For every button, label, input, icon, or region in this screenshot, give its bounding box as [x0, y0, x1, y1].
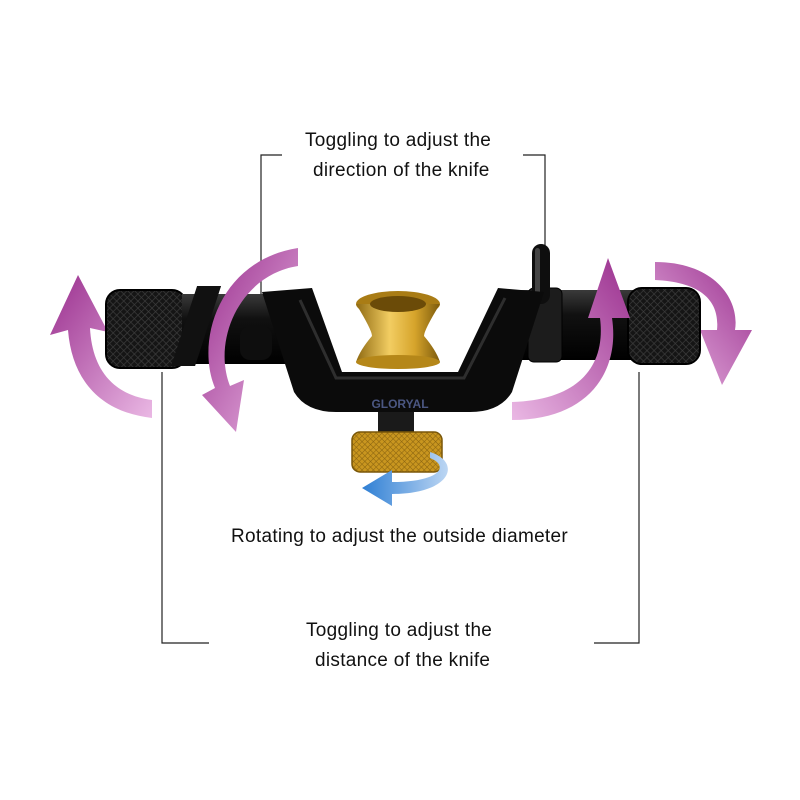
- annotation-outside-diameter-line1: Rotating to adjust the outside diameter: [231, 526, 569, 547]
- annotation-knife-distance-line1: Toggling to adjust the: [306, 620, 493, 641]
- annotation-outside-diameter: Rotating to adjust the outside diameter: [231, 522, 568, 552]
- rotate-arrow-right-outer: [655, 262, 752, 385]
- annotation-knife-direction-line1: Toggling to adjust the: [305, 130, 492, 151]
- leader-line-bottom-left: [161, 372, 209, 644]
- leader-line-bottom-right: [594, 372, 640, 644]
- brand-watermark: GLORYAL: [371, 397, 428, 411]
- toggle-lever-left: [240, 326, 272, 360]
- yoke-body: [262, 288, 544, 412]
- leader-line-top-right: [523, 154, 546, 252]
- annotation-knife-direction: Toggling to adjust the direction of the …: [305, 126, 491, 186]
- rotate-arrow-left-inner: [202, 248, 298, 432]
- annotation-knife-distance: Toggling to adjust the distance of the k…: [306, 616, 492, 676]
- rotate-arrow-right-inner: [512, 258, 630, 420]
- brass-adjust-knob: [351, 412, 443, 473]
- brass-spool: [356, 291, 440, 369]
- rotate-arrow-left-outer: [50, 275, 152, 418]
- annotation-knife-distance-line2: distance of the knife: [315, 650, 491, 671]
- annotation-knife-direction-line2: direction of the knife: [313, 160, 490, 181]
- toggle-lever-right: [532, 244, 550, 304]
- rotate-arrow-blue: [362, 452, 448, 506]
